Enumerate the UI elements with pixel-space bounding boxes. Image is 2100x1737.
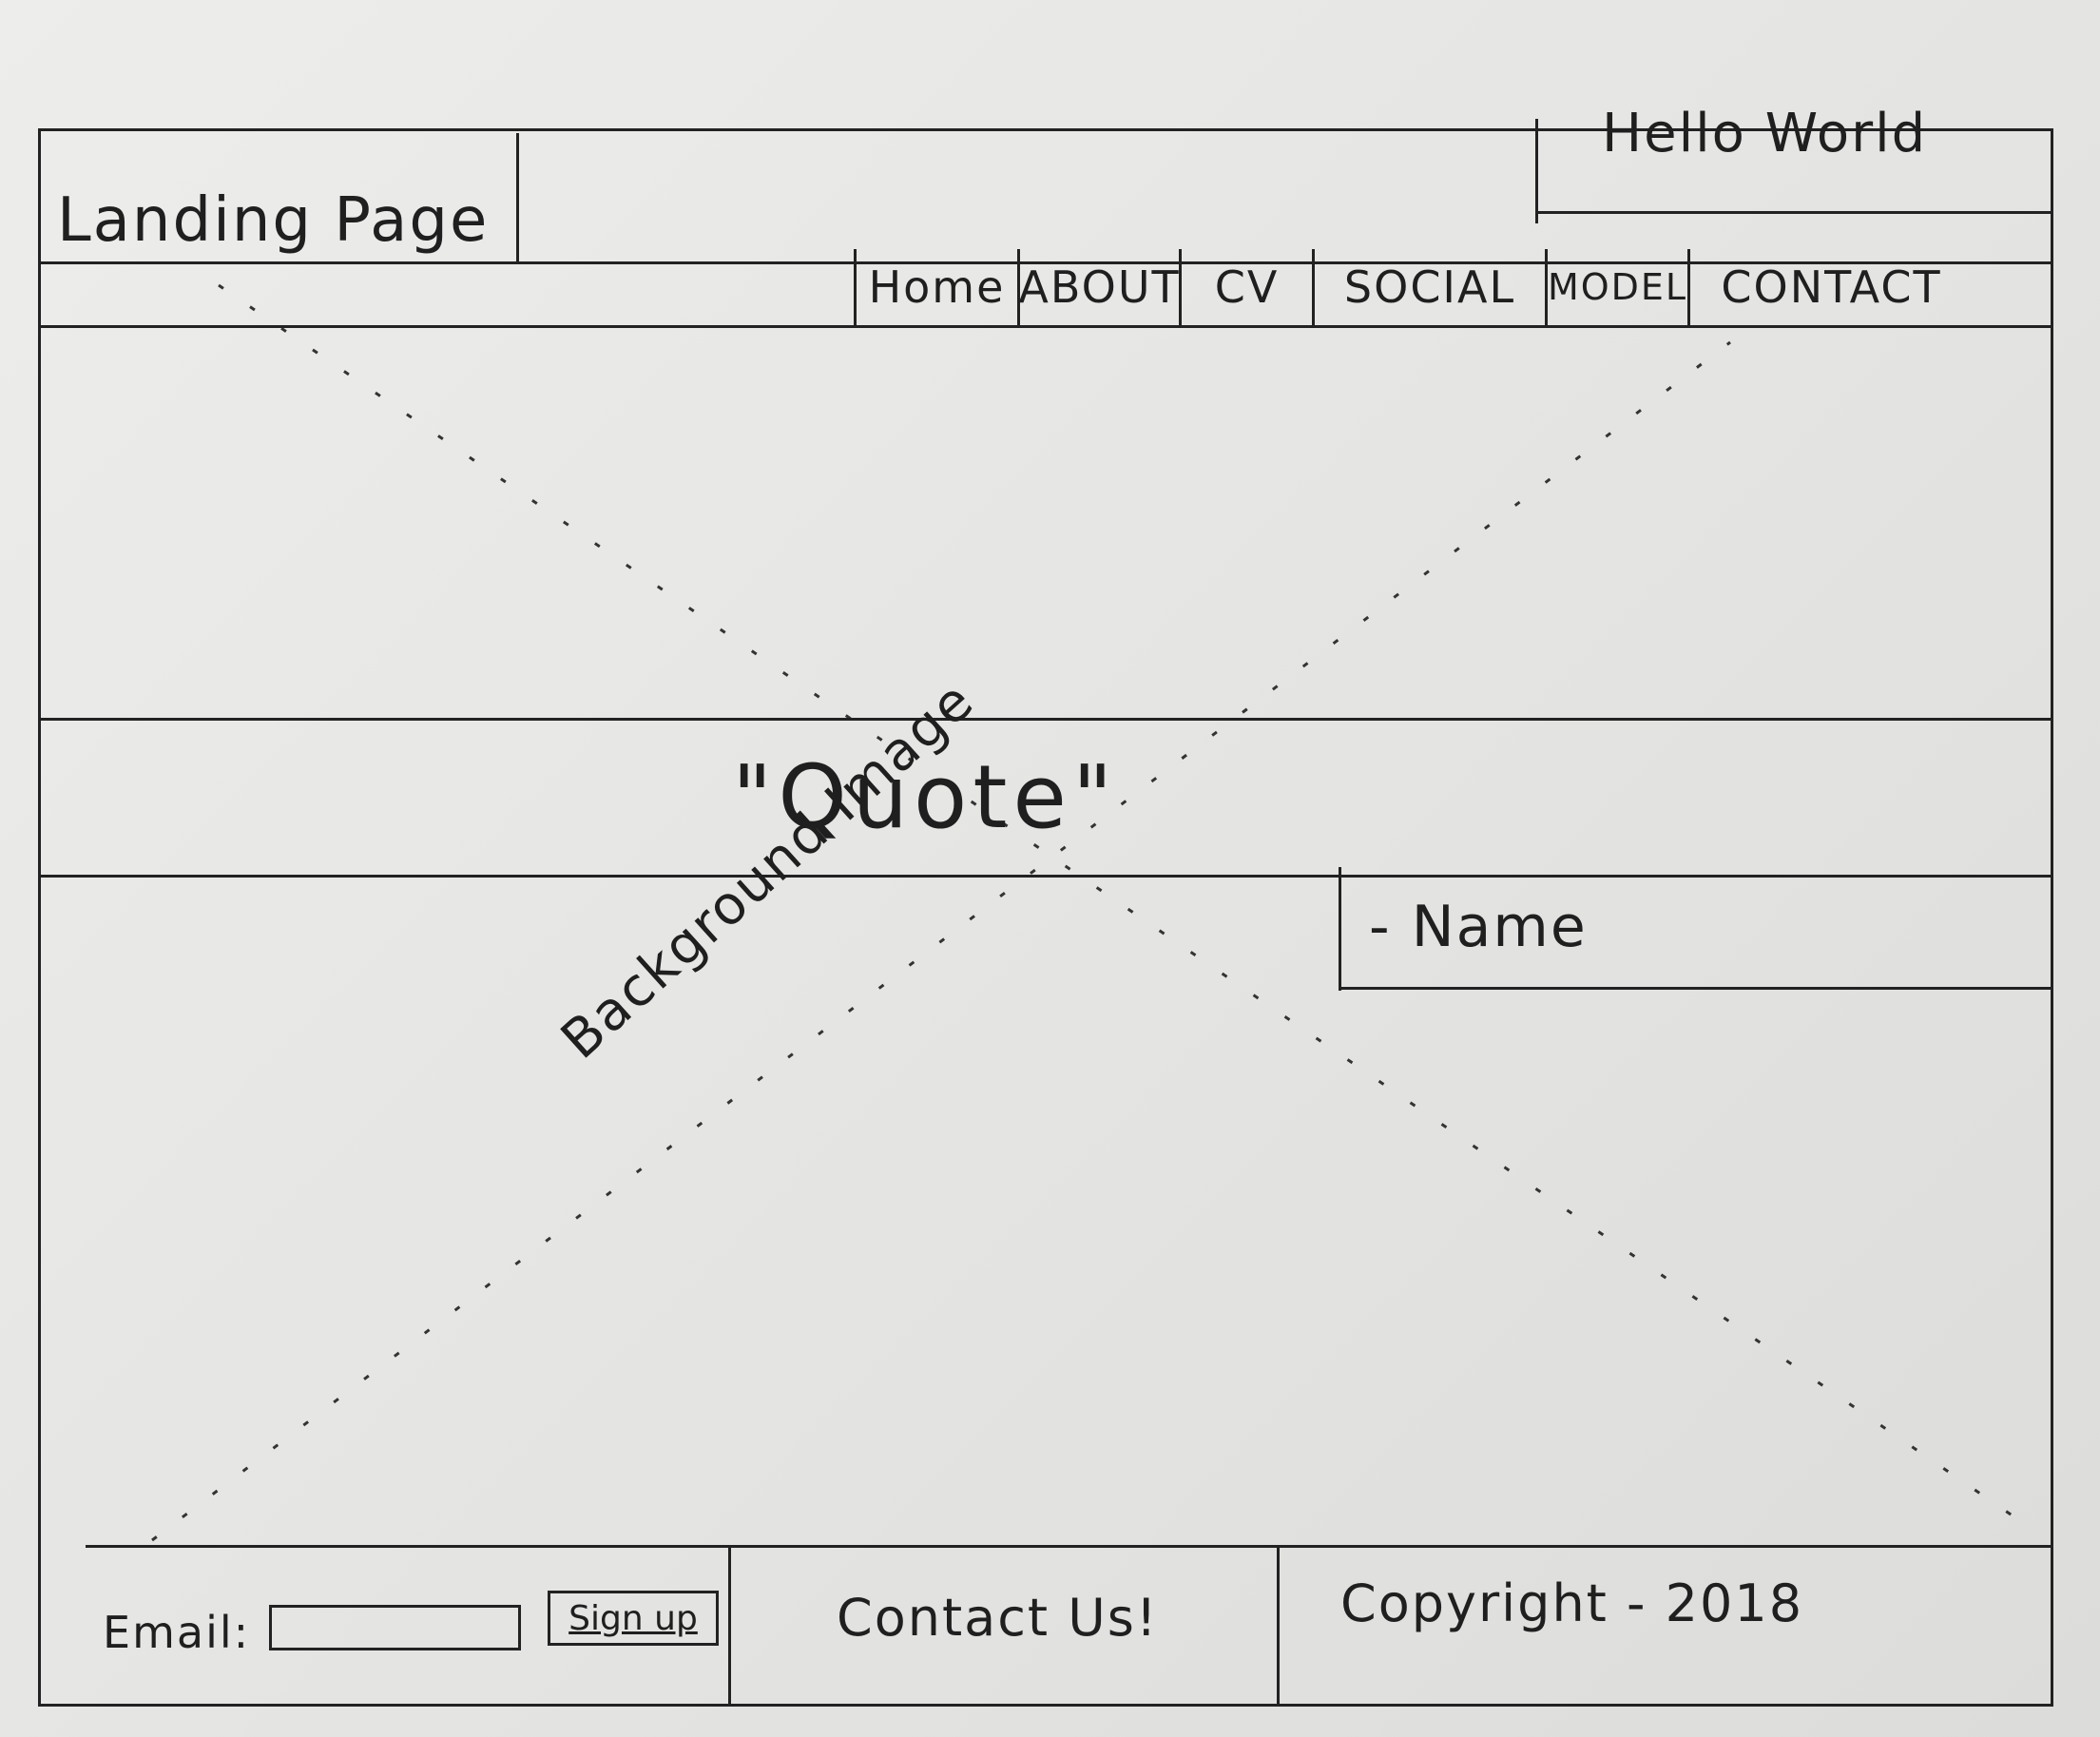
nav-item-about[interactable]: ABOUT xyxy=(1017,249,1179,325)
greeting-divider xyxy=(1535,119,1538,223)
signup-button[interactable]: Sign up xyxy=(548,1591,719,1646)
nav-bottom-line xyxy=(38,325,2053,328)
nav-item-label: ABOUT xyxy=(1018,261,1181,313)
quote-bottom-line xyxy=(38,875,2053,878)
signup-button-label: Sign up xyxy=(568,1598,698,1638)
header-divider xyxy=(38,261,2053,264)
email-label: Email: xyxy=(103,1607,251,1658)
greeting-text: Hello World xyxy=(1602,103,1928,164)
name-box-bottom xyxy=(1339,987,2053,990)
nav-item-label: SOCIAL xyxy=(1343,261,1516,313)
nav-item-contact[interactable]: CONTACT xyxy=(1687,249,1973,325)
greeting-bottom-line xyxy=(1535,211,2053,214)
hero-quote: "Quote" xyxy=(732,746,1119,848)
nav-item-label: Home xyxy=(868,261,1006,313)
nav-item-model[interactable]: MODEL xyxy=(1545,249,1687,325)
contact-us-link[interactable]: Contact Us! xyxy=(837,1588,1159,1648)
email-field[interactable] xyxy=(269,1605,521,1650)
quote-attribution: - Name xyxy=(1369,894,1588,960)
footer-top-line xyxy=(86,1545,2053,1548)
footer-divider-1 xyxy=(728,1545,731,1707)
title-divider xyxy=(516,133,519,261)
nav-item-label: CV xyxy=(1214,261,1280,313)
quote-top-line xyxy=(38,718,2053,721)
nav-item-cv[interactable]: CV xyxy=(1179,249,1312,325)
nav-item-label: MODEL xyxy=(1547,266,1688,308)
nav-item-label: CONTACT xyxy=(1721,261,1942,313)
nav-item-social[interactable]: SOCIAL xyxy=(1312,249,1545,325)
copyright-text: Copyright - 2018 xyxy=(1340,1573,1804,1633)
footer-divider-2 xyxy=(1277,1545,1280,1707)
nav-item-home[interactable]: Home xyxy=(854,249,1017,325)
page-title: Landing Page xyxy=(57,185,490,256)
page-frame xyxy=(38,128,2053,1707)
name-box-left xyxy=(1339,867,1341,991)
